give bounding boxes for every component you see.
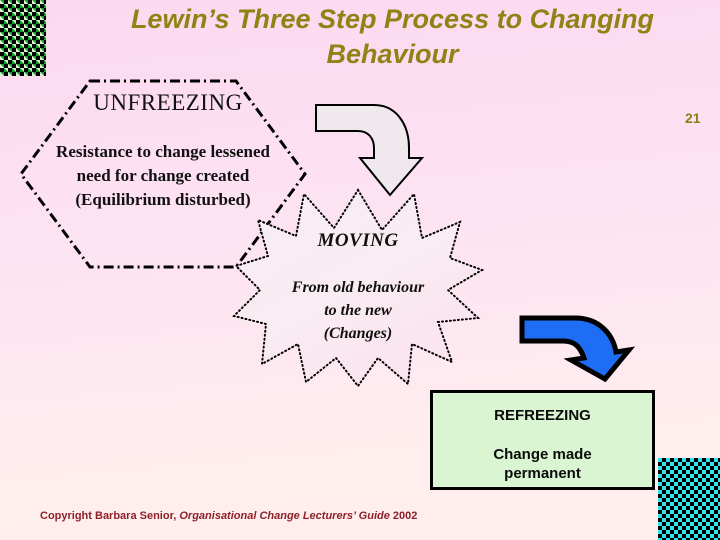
moving-title: MOVING: [317, 230, 399, 251]
unfreezing-title: UNFREEZING: [93, 90, 243, 115]
moving-line-1: From old behaviour: [291, 279, 425, 296]
unfreezing-body: Resistance to change lessened need for c…: [24, 140, 302, 212]
arrow-moving-to-refreezing: [517, 313, 639, 390]
page-number: 21: [685, 110, 701, 126]
copyright-title: Organisational Change Lecturers’ Guide: [179, 510, 390, 522]
moving-line-3: (Changes): [323, 325, 393, 342]
moving-line-2: to the new: [324, 302, 392, 319]
refreezing-line-2: permanent: [504, 465, 581, 482]
copyright-notice: Copyright Barbara Senior, Organisational…: [40, 510, 417, 522]
top-left-checker-decoration: [0, 0, 46, 76]
refreezing-title: REFREEZING: [494, 407, 591, 424]
slide-title: Lewin’s Three Step Process to Changing B…: [130, 4, 655, 69]
unfreezing-line-1: Resistance to change lessened: [56, 142, 270, 161]
stage-moving[interactable]: MOVING From old behaviour to the new (Ch…: [232, 186, 484, 388]
copyright-year: 2002: [389, 510, 418, 522]
stage-refreezing[interactable]: REFREEZING Change made permanent: [430, 390, 655, 490]
unfreezing-line-3: (Equilibrium disturbed): [75, 190, 251, 209]
refreezing-body: Change made permanent: [433, 445, 652, 483]
moving-body: From old behaviour to the new (Changes): [248, 276, 468, 345]
arrow-unfreezing-to-moving: [312, 98, 425, 203]
bottom-right-checker-decoration: [658, 458, 720, 540]
hexagon-shape: [19, 79, 307, 269]
copyright-prefix: Copyright Barbara Senior,: [40, 510, 180, 522]
refreezing-line-1: Change made: [493, 446, 592, 463]
stage-unfreezing[interactable]: UNFREEZING Resistance to change lessened…: [18, 78, 308, 270]
starburst-shape: [232, 188, 484, 388]
unfreezing-line-2: need for change created: [76, 166, 250, 185]
